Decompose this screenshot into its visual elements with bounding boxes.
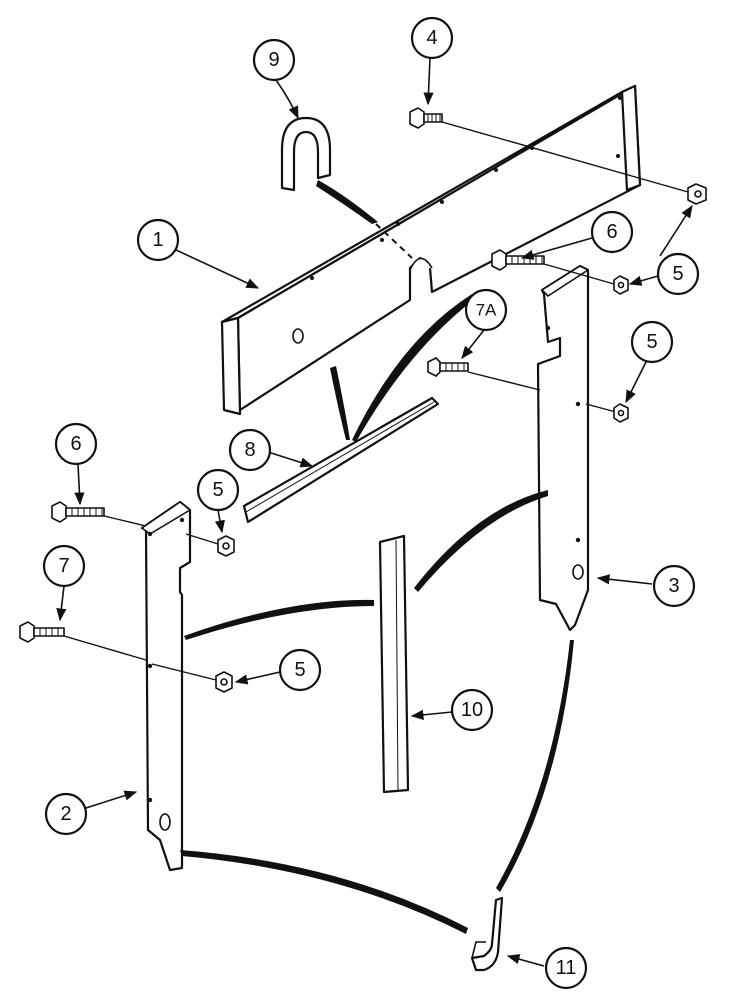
callout-label: 5	[294, 659, 305, 681]
bolt-7a	[427, 357, 617, 413]
hole-icon	[159, 813, 171, 831]
leader-arrows	[56, 57, 693, 967]
relation-curves	[180, 294, 574, 934]
callout-label: 10	[461, 699, 483, 721]
callout-1: 1	[136, 218, 180, 262]
bolt-6-left	[51, 501, 219, 545]
callout-label: 7A	[476, 301, 497, 320]
bolt-4	[409, 107, 689, 193]
callout-4: 4	[410, 16, 454, 60]
part-10-vertical-bar	[378, 534, 410, 794]
callout-label: 5	[212, 479, 223, 501]
nut-5c	[613, 403, 629, 423]
callout-label: 6	[606, 221, 617, 243]
callout-8: 8	[228, 428, 272, 472]
callout-label: 4	[426, 27, 437, 49]
nut-5b	[613, 275, 629, 295]
callout-label: 7	[58, 555, 69, 577]
callout-7a: 7A	[464, 288, 508, 332]
part-9-u-clip	[280, 116, 413, 259]
hole-icon	[572, 564, 584, 580]
nut-5d	[217, 535, 235, 557]
callout-label: 5	[672, 263, 683, 285]
callout-label: 11	[556, 957, 577, 979]
bolt-6-upper	[491, 249, 615, 285]
hole-icon	[292, 328, 304, 344]
callout-6-left: 6	[54, 422, 98, 466]
callout-label: 8	[244, 439, 255, 461]
part-2-left-plate	[140, 500, 192, 872]
callout-5-right: 5	[630, 320, 674, 364]
part-1-bar	[220, 84, 642, 416]
callout-label: 2	[60, 803, 71, 825]
callout-5-left-lower: 5	[278, 648, 322, 692]
callout-label: 5	[646, 331, 657, 353]
nut-5a	[687, 183, 707, 205]
callout-6-upper: 6	[590, 210, 634, 254]
callout-label: 6	[70, 433, 81, 455]
callout-10: 10	[450, 688, 494, 732]
bolt-7	[19, 621, 217, 681]
callout-11: 11	[544, 946, 588, 990]
callout-9: 9	[252, 38, 296, 82]
callout-5-top: 5	[656, 252, 700, 296]
part-3-right-plate	[536, 264, 590, 632]
part-8-strip	[242, 396, 440, 524]
part-11-bracket	[470, 896, 504, 972]
callout-label: 1	[152, 229, 163, 251]
callout-5-left-upper: 5	[196, 468, 240, 512]
callout-label: 3	[668, 575, 679, 597]
callout-7: 7	[42, 544, 86, 588]
nut-5e	[215, 671, 233, 693]
callout-label: 9	[268, 49, 279, 71]
callout-3: 3	[652, 564, 696, 608]
callout-2: 2	[44, 792, 88, 836]
